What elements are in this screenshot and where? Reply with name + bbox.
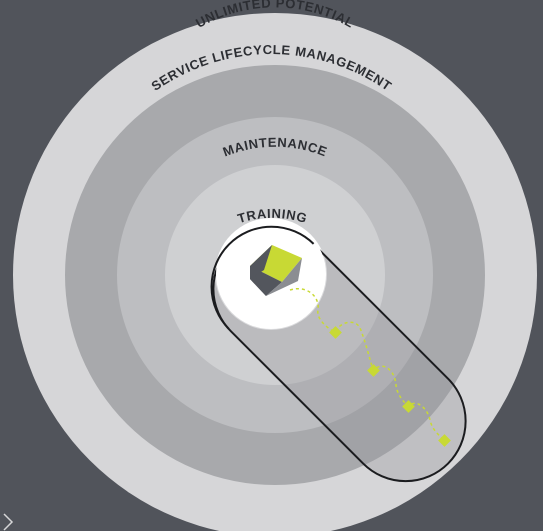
path-marker-icon (367, 364, 380, 377)
svg-text:TRAINING: TRAINING (236, 206, 309, 226)
corner-arrow-icon (3, 513, 14, 531)
path-marker-icon (329, 326, 342, 339)
path-marker-icon (402, 400, 415, 413)
path-marker-icon (438, 434, 451, 447)
cube-icon (250, 245, 302, 296)
capsule-cap-outline (210, 225, 315, 330)
label-training: TRAINING (236, 206, 309, 226)
